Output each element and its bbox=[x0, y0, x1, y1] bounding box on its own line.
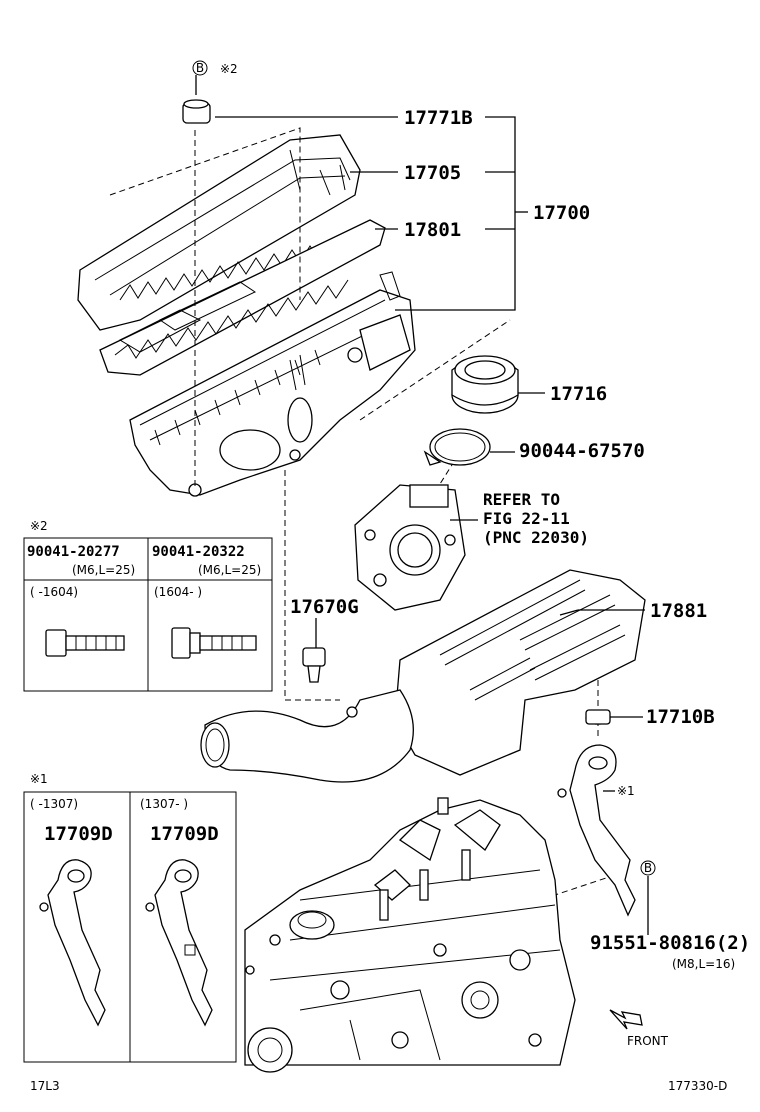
note-2-marker-top: ※2 bbox=[220, 62, 238, 76]
bolt-variant-table: ※2 90041-20277 (M6,L=25) 90041-20322 (M6… bbox=[23, 519, 273, 692]
bolt-table-spec-1: (M6,L=25) bbox=[72, 563, 135, 577]
engine-block-part bbox=[244, 797, 576, 1073]
air-filter-element-part[interactable] bbox=[99, 219, 386, 376]
callout-17710b[interactable]: 17710B bbox=[646, 706, 715, 728]
throttle-body-part[interactable] bbox=[354, 484, 466, 611]
bracket-table-range-2: (1307- ) bbox=[140, 797, 188, 811]
bracket-variant-table: ※1 ( -1307) (1307- ) 17709D 17709D bbox=[23, 772, 237, 1063]
bracket-new-icon bbox=[145, 859, 213, 1027]
bracket-table-part-1: 17709D bbox=[44, 823, 113, 845]
bolt-table-part-1: 90041-20277 bbox=[27, 544, 120, 560]
callout-17771b[interactable]: 17771B bbox=[404, 107, 473, 129]
refer-note-line-2[interactable]: FIG 22-11 bbox=[483, 509, 570, 528]
callout-91551-spec: (M8,L=16) bbox=[672, 957, 735, 971]
figure-code: 177330-D bbox=[668, 1079, 727, 1093]
callout-17700[interactable]: 17700 bbox=[533, 202, 590, 224]
callout-17801[interactable]: 17801 bbox=[404, 219, 461, 241]
callout-90044-67570[interactable]: 90044-67570 bbox=[519, 440, 645, 462]
callout-17881[interactable]: 17881 bbox=[650, 600, 707, 622]
marker-b-top: B bbox=[192, 60, 208, 76]
intake-hose-17716-part[interactable] bbox=[451, 355, 519, 414]
cap-guide-line bbox=[109, 127, 301, 300]
bolt-table-spec-2: (M6,L=25) bbox=[198, 563, 261, 577]
grommet-17771b-part[interactable] bbox=[182, 99, 211, 124]
svg-text:B: B bbox=[644, 861, 652, 875]
page-code: 17L3 bbox=[30, 1079, 60, 1093]
bolt-table-part-2: 90041-20322 bbox=[152, 544, 245, 560]
bracket-old-icon bbox=[39, 859, 106, 1027]
bolt-table-note: ※2 bbox=[30, 519, 48, 533]
bolt-table-range-1: ( -1604) bbox=[30, 585, 78, 599]
intake-duct-part[interactable] bbox=[200, 689, 414, 783]
cover-bracket-part[interactable] bbox=[557, 744, 636, 917]
hose-clamp-part[interactable] bbox=[423, 428, 491, 466]
svg-text:B: B bbox=[196, 61, 204, 75]
callout-17670g[interactable]: 17670G bbox=[290, 596, 359, 618]
air-cleaner-case-part[interactable] bbox=[129, 271, 416, 497]
callout-91551-80816[interactable]: 91551-80816(2) bbox=[590, 932, 750, 954]
leader-lines bbox=[195, 75, 649, 935]
bracket-table-part-2: 17709D bbox=[150, 823, 219, 845]
bracket-table-range-1: ( -1307) bbox=[30, 797, 78, 811]
engine-cover-17881-part[interactable] bbox=[394, 569, 646, 776]
hex-bolt-flanged-icon bbox=[45, 629, 125, 657]
hex-bolt-washer-icon bbox=[171, 627, 257, 659]
note-1-marker-bracket: ※1 bbox=[617, 784, 635, 798]
callout-17705[interactable]: 17705 bbox=[404, 162, 461, 184]
intake-guide-line bbox=[359, 319, 511, 421]
bolt-table-range-2: (1604- ) bbox=[154, 585, 202, 599]
refer-note-line-3: (PNC 22030) bbox=[483, 528, 589, 547]
refer-note-line-1: REFER TO bbox=[483, 490, 560, 509]
bracket-table-note: ※1 bbox=[30, 772, 48, 786]
front-label: FRONT bbox=[627, 1034, 669, 1048]
grommet-17710b-part[interactable] bbox=[585, 709, 611, 725]
bolt-17670g-part[interactable] bbox=[302, 647, 326, 683]
marker-b-bracket: B bbox=[640, 860, 656, 876]
hose-guide-line bbox=[284, 470, 340, 701]
callout-17716[interactable]: 17716 bbox=[550, 383, 607, 405]
throttle-guide-line bbox=[429, 459, 456, 501]
front-arrow-icon bbox=[609, 1009, 643, 1030]
